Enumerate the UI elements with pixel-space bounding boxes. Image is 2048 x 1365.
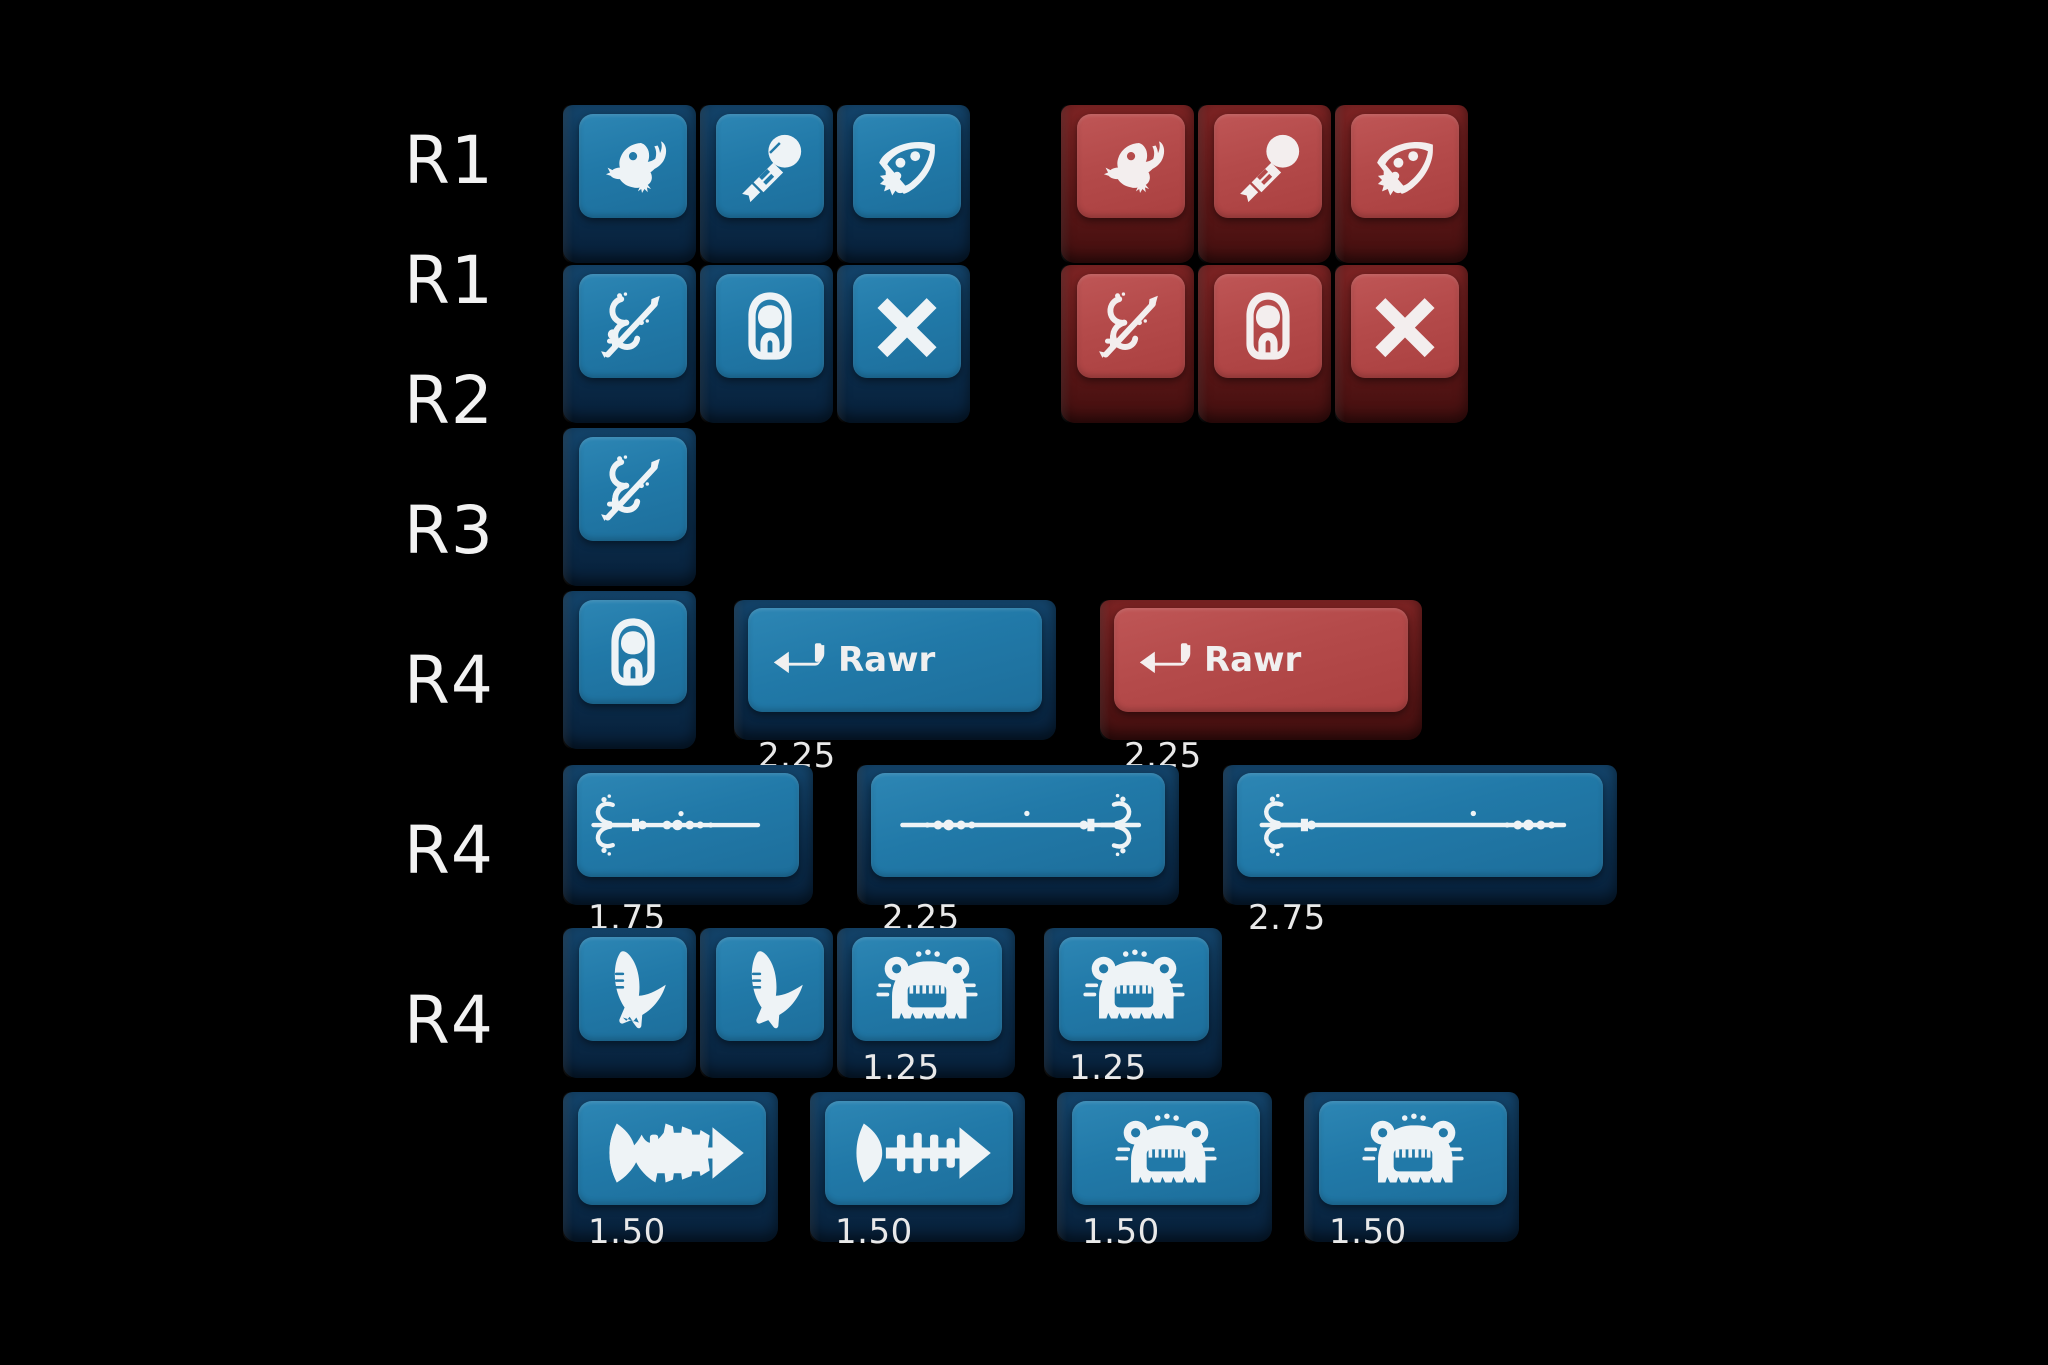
size-label-fishbone-150-a: 1.50 (588, 1212, 666, 1252)
row-label-r4-a: R4 (404, 642, 494, 719)
can-pull-tab-icon (716, 274, 824, 378)
trident-spear-icon (871, 773, 1165, 877)
keycap-monster-125-b[interactable] (1044, 928, 1222, 1078)
can-pull-tab-icon (579, 600, 687, 704)
size-label-fishbone-150-b: 1.50 (835, 1212, 913, 1252)
keycap-trident-spacebar-175[interactable] (563, 765, 813, 905)
row-label-r2: R2 (404, 362, 494, 439)
keycap-enter-rawr-blue[interactable]: Rawr (734, 600, 1056, 740)
size-label-monster-125-a: 1.25 (862, 1048, 940, 1088)
keycap-shrimp-blue[interactable] (563, 105, 696, 263)
pizza-slice-icon (853, 114, 961, 218)
enter-arrow-icon (1138, 641, 1194, 679)
sea-monster-icon (1319, 1101, 1507, 1205)
can-pull-tab-icon (1214, 274, 1322, 378)
whale-tail-icon (716, 937, 824, 1041)
enter-arrow-icon (772, 641, 828, 679)
keycap-shrimp-red[interactable] (1061, 105, 1194, 263)
shrimp-icon (579, 114, 687, 218)
row-label-r4-b: R4 (404, 812, 494, 889)
trident-spear-icon (1237, 773, 1603, 877)
keycap-microphone-blue[interactable] (700, 105, 833, 263)
sea-monster-icon (852, 937, 1002, 1041)
size-label-monster-125-b: 1.25 (1069, 1048, 1147, 1088)
row-label-r1-a: R1 (404, 122, 494, 199)
keycap-can-tab-blue-r1[interactable] (700, 265, 833, 423)
keycap-whale-tail-2[interactable] (700, 928, 833, 1078)
cross-bones-x-icon (853, 274, 961, 378)
sea-monster-icon (1072, 1101, 1260, 1205)
keycap-monster-125-a[interactable] (837, 928, 1015, 1078)
keycap-monster-150-a[interactable] (1057, 1092, 1272, 1242)
keycap-can-tab-red-r1[interactable] (1198, 265, 1331, 423)
keycap-fishbone-150-b[interactable] (810, 1092, 1025, 1242)
keycap-x-red-r1[interactable] (1335, 265, 1468, 423)
trident-spear-icon (577, 773, 799, 877)
trident-eel-icon (579, 437, 687, 541)
keycap-trident-eel-blue-r1[interactable] (563, 265, 696, 423)
fish-bone-icon (578, 1101, 766, 1205)
size-label-spacebar-275: 2.75 (1248, 898, 1326, 938)
keycap-trident-eel-blue-r2[interactable] (563, 428, 696, 586)
shrimp-icon (1077, 114, 1185, 218)
keycap-pizza-blue[interactable] (837, 105, 970, 263)
keycap-whale-tail-1[interactable] (563, 928, 696, 1078)
trident-eel-icon (579, 274, 687, 378)
keycap-pizza-red[interactable] (1335, 105, 1468, 263)
keycap-microphone-red[interactable] (1198, 105, 1331, 263)
cross-bones-x-icon (1351, 274, 1459, 378)
enter-legend-text: Rawr (838, 640, 936, 680)
keycap-trident-eel-red-r1[interactable] (1061, 265, 1194, 423)
keycap-trident-spacebar-275[interactable] (1223, 765, 1617, 905)
row-label-r3: R3 (404, 492, 494, 569)
size-label-monster-150-b: 1.50 (1329, 1212, 1407, 1252)
row-label-r1-b: R1 (404, 242, 494, 319)
row-label-r4-c: R4 (404, 982, 494, 1059)
keycap-trident-spacebar-225[interactable] (857, 765, 1179, 905)
keycap-can-tab-blue-r3[interactable] (563, 591, 696, 749)
keycap-enter-rawr-red[interactable]: Rawr (1100, 600, 1422, 740)
keycap-x-blue-r1[interactable] (837, 265, 970, 423)
microphone-icon (1214, 114, 1322, 218)
sea-monster-icon (1059, 937, 1209, 1041)
pizza-slice-icon (1351, 114, 1459, 218)
enter-legend-text: Rawr (1204, 640, 1302, 680)
keycap-monster-150-b[interactable] (1304, 1092, 1519, 1242)
microphone-icon (716, 114, 824, 218)
trident-eel-icon (1077, 274, 1185, 378)
size-label-monster-150-a: 1.50 (1082, 1212, 1160, 1252)
fish-bone-icon (825, 1101, 1013, 1205)
keycap-fishbone-150-a[interactable] (563, 1092, 778, 1242)
whale-tail-icon (579, 937, 687, 1041)
